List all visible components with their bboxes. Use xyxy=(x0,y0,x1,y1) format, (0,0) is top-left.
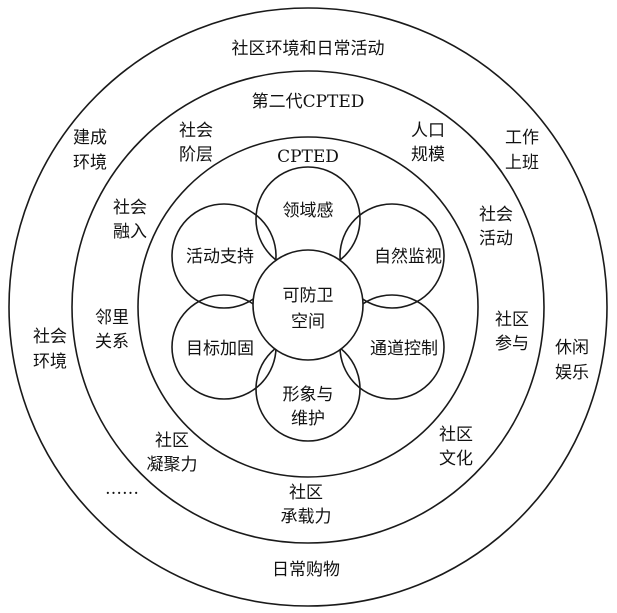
outer-item-work-line2: 上班 xyxy=(505,153,539,173)
middle-item-ellipsis: …… xyxy=(105,479,139,499)
outer-item-built-env-line1: 建成 xyxy=(73,128,107,148)
middle-ring-title: 第二代CPTED xyxy=(252,92,365,112)
middle-item-social-activity-line1: 社会 xyxy=(479,205,513,225)
middle-item-population-scale-line1: 人口 xyxy=(411,121,445,141)
outer-item-work-line1: 工作 xyxy=(505,128,539,148)
middle-item-community-capacity-line1: 社区 xyxy=(289,483,323,503)
middle-item-community-participation-line1: 社区 xyxy=(495,310,529,330)
middle-item-neighborhood-line2: 关系 xyxy=(95,332,129,352)
middle-item-neighborhood-line1: 邻里 xyxy=(95,308,129,328)
petal-label-territoriality: 领域感 xyxy=(283,201,334,221)
middle-item-community-culture-line2: 文化 xyxy=(439,449,473,469)
middle-item-community-cohesion-line1: 社区 xyxy=(155,431,189,451)
middle-item-social-integration-line1: 社会 xyxy=(113,198,147,218)
outer-item-built-env-line2: 环境 xyxy=(73,153,107,173)
middle-item-community-cohesion-line2: 凝聚力 xyxy=(147,455,198,475)
petal-natural-surveillance xyxy=(339,203,445,309)
middle-item-social-integration-line2: 融入 xyxy=(113,222,147,242)
outer-ring xyxy=(8,7,608,607)
middle-item-community-culture-line1: 社区 xyxy=(439,425,473,445)
outer-ring-title: 社区环境和日常活动 xyxy=(232,39,385,59)
middle-item-community-capacity-line2: 承载力 xyxy=(281,507,332,527)
petal-label-access-control: 通道控制 xyxy=(370,339,438,359)
outer-item-leisure-line2: 娱乐 xyxy=(555,363,589,383)
outer-item-leisure-line1: 休闲 xyxy=(555,338,589,358)
petal-label-natural-surveillance: 自然监视 xyxy=(374,247,442,267)
middle-item-social-strata-line1: 社会 xyxy=(179,121,213,141)
petal-label-image-maintenance-line2: 维护 xyxy=(291,409,325,429)
inner-ring-title: CPTED xyxy=(277,147,339,167)
center-label-line2: 空间 xyxy=(291,312,325,332)
middle-item-social-activity-line2: 活动 xyxy=(479,229,513,249)
center-core xyxy=(252,249,364,361)
middle-item-social-strata-line2: 阶层 xyxy=(179,145,213,165)
inner-ring xyxy=(137,136,479,478)
middle-item-population-scale-line2: 规模 xyxy=(411,145,445,165)
middle-ring xyxy=(71,70,545,544)
outer-item-social-env-line1: 社会 xyxy=(33,327,67,347)
petal-label-target-hardening: 目标加固 xyxy=(186,339,254,359)
outer-item-social-env-line2: 环境 xyxy=(33,352,67,372)
petal-activity-support xyxy=(171,203,277,309)
middle-item-community-participation-line2: 参与 xyxy=(495,334,529,354)
center-label-line1: 可防卫 xyxy=(283,286,334,306)
petal-label-activity-support: 活动支持 xyxy=(186,247,254,267)
petal-label-image-maintenance-line1: 形象与 xyxy=(283,385,334,405)
outer-ring-bottom-label: 日常购物 xyxy=(272,560,340,580)
